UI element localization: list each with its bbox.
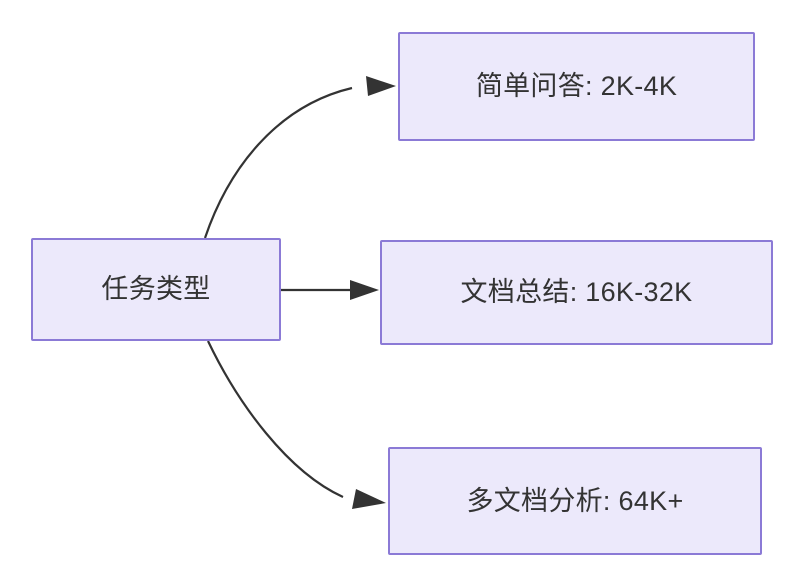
arrowhead-multidoc-icon	[352, 489, 386, 509]
node-simple-qa-label: 简单问答: 2K-4K	[475, 71, 678, 102]
arrowhead-simple-qa-icon	[366, 76, 396, 96]
node-multidoc-analysis-label: 多文档分析: 64K+	[466, 485, 684, 516]
node-doc-summary[interactable]: 文档总结: 16K-32K	[380, 240, 773, 345]
edge-source-to-multidoc	[207, 340, 344, 499]
node-multidoc-analysis[interactable]: 多文档分析: 64K+	[388, 447, 762, 555]
node-doc-summary-label: 文档总结: 16K-32K	[460, 277, 693, 308]
node-task-type[interactable]: 任务类型	[31, 238, 281, 341]
arrowhead-doc-summary-icon	[350, 280, 379, 300]
edge-source-to-simple-qa	[203, 86, 353, 239]
node-task-type-label: 任务类型	[101, 274, 211, 305]
node-simple-qa[interactable]: 简单问答: 2K-4K	[398, 32, 755, 141]
